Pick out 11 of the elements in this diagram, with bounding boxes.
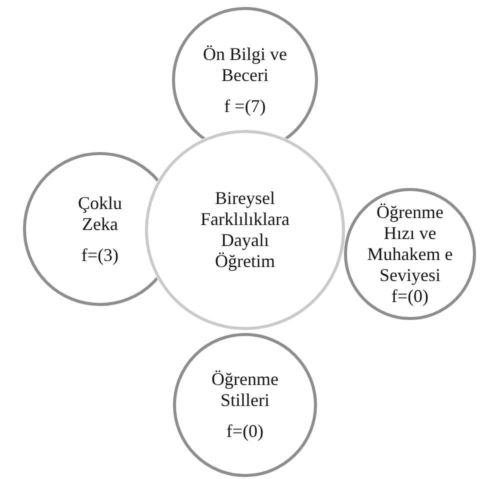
- node-label: f=(0): [225, 420, 265, 442]
- node-label: f=(0): [390, 286, 430, 306]
- node-label: Çoklu Zeka: [76, 192, 123, 234]
- node-label: Ön Bilgi ve Beceri: [202, 44, 288, 86]
- node-label: f=(3): [80, 244, 120, 266]
- circle-node: [344, 188, 476, 320]
- circle-node: [173, 333, 317, 477]
- node-label: Öğrenme Stilleri: [210, 368, 280, 410]
- circle-node: [145, 130, 345, 330]
- node-label: f =(7): [223, 96, 267, 116]
- node-label: Bireysel Farklılıklara Dayalı Öğretim: [200, 188, 290, 272]
